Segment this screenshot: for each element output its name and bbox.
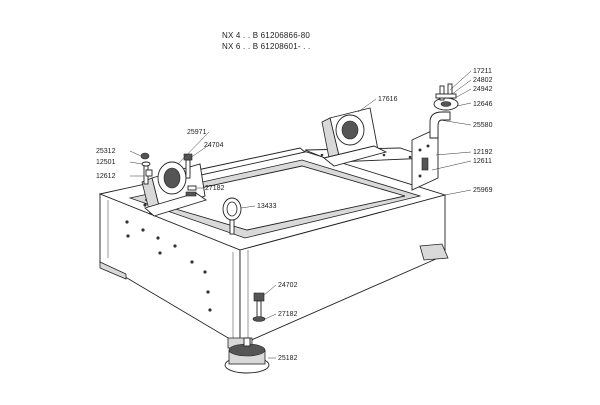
bolt-24702 — [256, 300, 262, 318]
pillow-block-right — [321, 107, 388, 167]
bracket-plate — [411, 127, 439, 191]
header-line-2: NX 6 . . B 61208601- . . — [222, 42, 310, 51]
elbow-assembly — [429, 83, 459, 139]
eye-bolt — [222, 197, 242, 235]
label-17616: 17616 — [378, 96, 398, 103]
label-17211: 17211 — [473, 68, 492, 75]
header-line-1: NX 4 . . B 61206866-80 — [222, 31, 310, 40]
elbow-pipe — [429, 111, 451, 139]
label-13433: 13433 — [257, 203, 277, 210]
leader-lines — [129, 70, 472, 359]
bottom-bolt — [252, 292, 266, 322]
label-12192: 12192 — [473, 149, 493, 156]
pillow-block-left-foot — [144, 192, 208, 217]
foot-back-right — [419, 243, 449, 261]
label-27182-lower: 27182 — [278, 311, 298, 318]
label-25182: 25182 — [278, 355, 298, 362]
bolt-24704 — [185, 159, 191, 179]
label-12611: 12611 — [473, 158, 492, 165]
label-24702: 24702 — [278, 282, 298, 289]
left-screw-set — [140, 152, 153, 185]
label-25969: 25969 — [473, 187, 493, 194]
part-labels: 17211 24802 24942 17616 12646 25580 2597… — [96, 68, 493, 362]
label-24942: 24942 — [473, 86, 493, 93]
label-25580: 25580 — [473, 122, 493, 129]
rubber-mount — [224, 337, 270, 374]
label-12646: 12646 — [473, 101, 493, 108]
frame-inner-floor — [144, 165, 406, 231]
label-25971: 25971 — [187, 129, 207, 136]
cap-nut — [140, 152, 150, 160]
label-27182-upper: 27182 — [205, 185, 225, 192]
label-12612: 12612 — [96, 173, 116, 180]
label-25312: 25312 — [96, 148, 116, 155]
clamp-bolt — [439, 85, 445, 101]
washer-27182-lower — [252, 316, 266, 322]
label-24704: 24704 — [204, 142, 224, 149]
pillow-block-left — [141, 161, 208, 217]
label-24802: 24802 — [473, 77, 493, 84]
pillow-block-right-foot — [323, 145, 388, 167]
washer-27182 — [187, 185, 197, 191]
label-12501: 12501 — [96, 159, 116, 166]
foot-front-left — [99, 261, 127, 280]
